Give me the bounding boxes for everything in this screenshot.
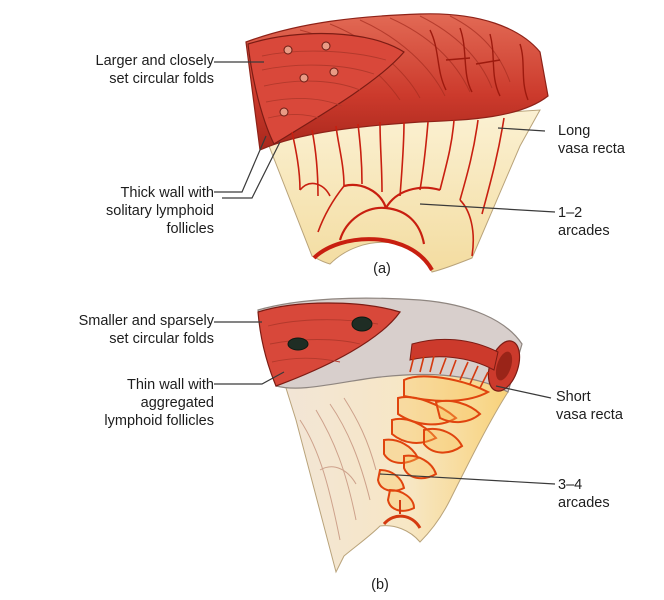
caption-b: (b) bbox=[360, 576, 400, 594]
label-line: solitary lymphoid bbox=[40, 202, 214, 220]
label-folds-a: Larger and closely set circular folds bbox=[30, 52, 214, 88]
label-line: aggregated bbox=[20, 394, 214, 412]
label-line: vasa recta bbox=[558, 140, 625, 158]
label-line: Thin wall with bbox=[20, 376, 214, 394]
label-line: vasa recta bbox=[556, 406, 623, 424]
label-line: Larger and closely bbox=[30, 52, 214, 70]
label-wall-b: Thin wall with aggregated lymphoid folli… bbox=[20, 376, 214, 430]
label-arcades-b: 3–4 arcades bbox=[558, 476, 610, 512]
label-line: Long bbox=[558, 122, 625, 140]
label-line: arcades bbox=[558, 494, 610, 512]
jejunum-diagram bbox=[246, 14, 548, 272]
label-line: set circular folds bbox=[0, 330, 214, 348]
label-folds-b: Smaller and sparsely set circular folds bbox=[0, 312, 214, 348]
label-line: arcades bbox=[558, 222, 610, 240]
label-line: Short bbox=[556, 388, 623, 406]
label-line: Smaller and sparsely bbox=[0, 312, 214, 330]
ileum-diagram bbox=[258, 298, 525, 572]
caption-a: (a) bbox=[362, 260, 402, 278]
label-line: Thick wall with bbox=[40, 184, 214, 202]
label-arcades-a: 1–2 arcades bbox=[558, 204, 610, 240]
label-line: lymphoid follicles bbox=[20, 412, 214, 430]
label-line: 3–4 bbox=[558, 476, 610, 494]
label-wall-a: Thick wall with solitary lymphoid follic… bbox=[40, 184, 214, 238]
label-vasa-recta-a: Long vasa recta bbox=[558, 122, 625, 158]
label-vasa-recta-b: Short vasa recta bbox=[556, 388, 623, 424]
label-line: 1–2 bbox=[558, 204, 610, 222]
label-line: follicles bbox=[40, 220, 214, 238]
label-line: set circular folds bbox=[30, 70, 214, 88]
